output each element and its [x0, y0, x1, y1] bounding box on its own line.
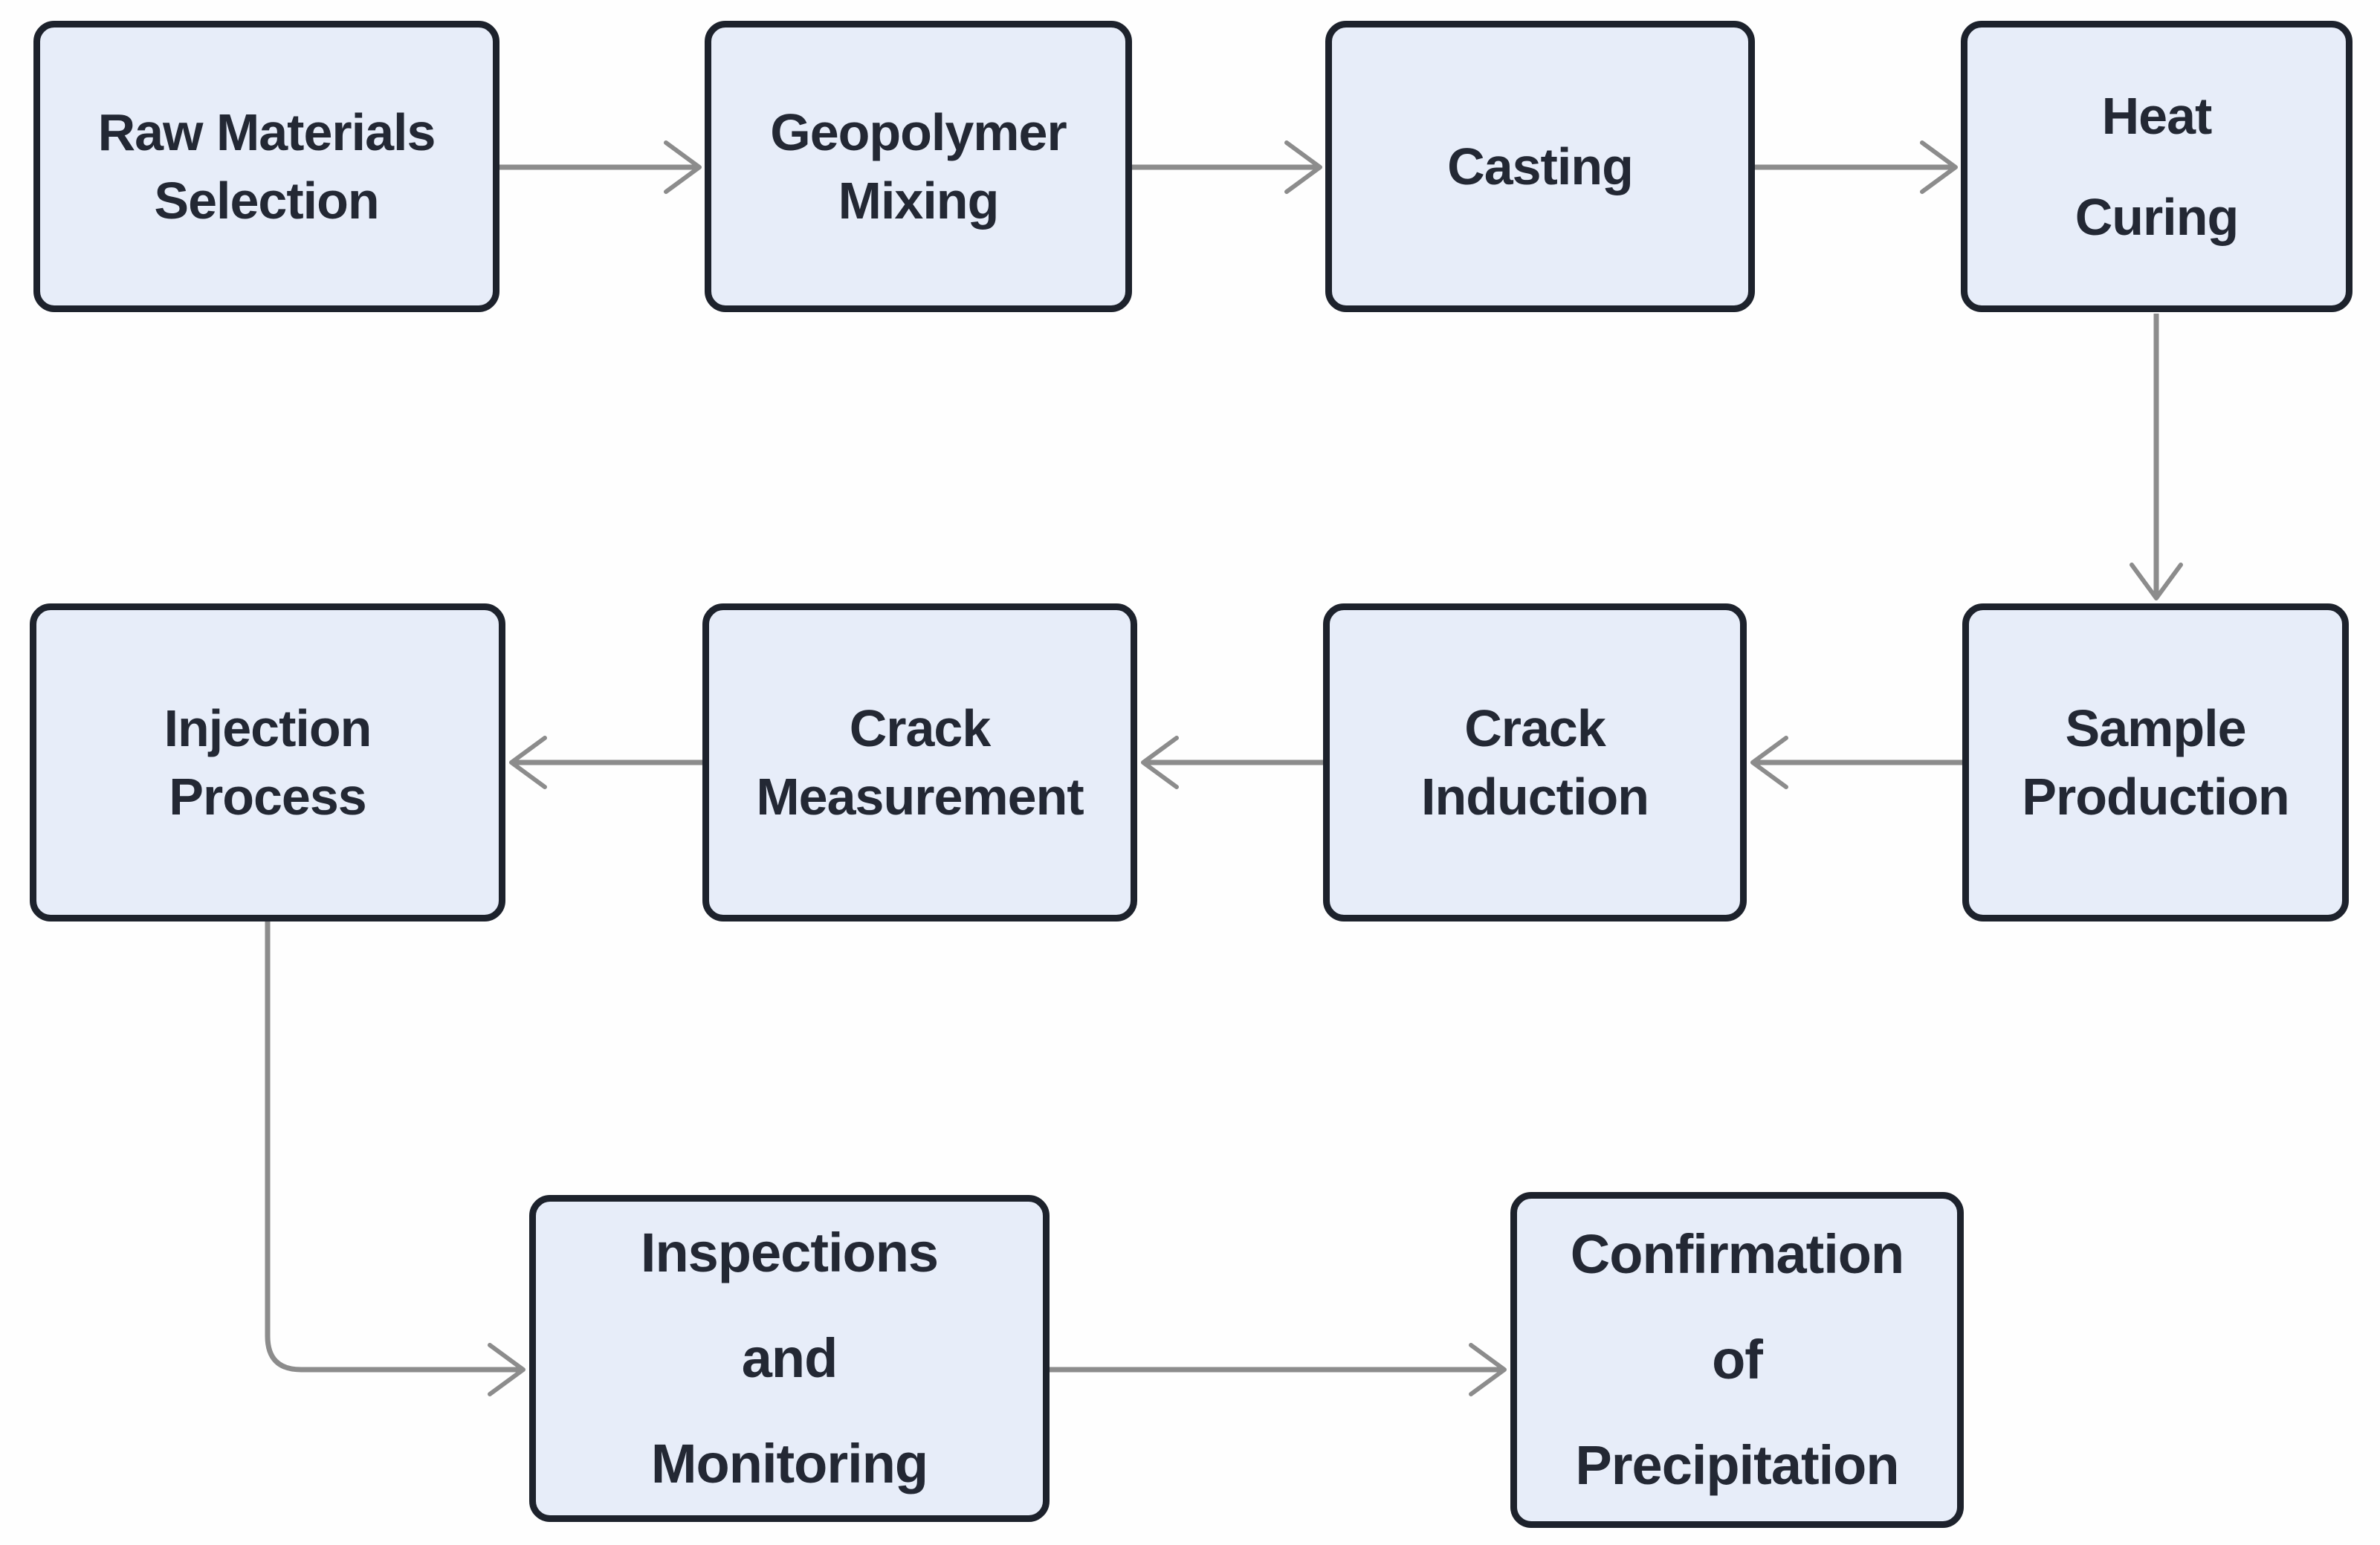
- node-label-line: Casting: [1447, 137, 1634, 195]
- node-label-line: Sample: [2065, 699, 2247, 757]
- node-label-line: of: [1712, 1329, 1763, 1390]
- node-label-line: Confirmation: [1570, 1223, 1904, 1285]
- node-label-line: Process: [169, 768, 366, 826]
- edge-injection-process-to-inspections: [265, 922, 526, 1396]
- node-crack-measurement: Crack Measurement: [702, 603, 1137, 922]
- node-label-line: Induction: [1421, 768, 1649, 826]
- node-label-line: Curing: [2075, 188, 2240, 246]
- node-label-line: Monitoring: [650, 1433, 928, 1494]
- node-label-line: Heat: [2101, 87, 2213, 145]
- node-label-line: Raw Materials: [97, 103, 436, 161]
- node-label-line: Geopolymer: [770, 103, 1067, 161]
- node-label-line: Injection: [164, 699, 372, 757]
- node-label-line: Measurement: [756, 768, 1084, 826]
- node-label-line: Mixing: [838, 172, 1000, 230]
- node-label-line: Inspections: [640, 1222, 939, 1283]
- node-label-line: and: [741, 1327, 838, 1389]
- node-label-line: Selection: [154, 172, 379, 230]
- node-injection-process: Injection Process: [30, 603, 505, 922]
- node-label-line: Precipitation: [1575, 1434, 1899, 1496]
- node-label-line: Production: [2022, 768, 2289, 826]
- node-raw-materials-selection: Raw Materials Selection: [33, 21, 499, 312]
- node-label-line: Crack: [849, 699, 992, 757]
- node-inspections-monitoring: Inspections and Monitoring: [529, 1195, 1050, 1522]
- node-label-line: Crack: [1464, 699, 1606, 757]
- node-heat-curing: Heat Curing: [1961, 21, 2352, 312]
- node-sample-production: Sample Production: [1962, 603, 2349, 922]
- node-confirmation-precipitation: Confirmation of Precipitation: [1510, 1192, 1964, 1528]
- node-casting: Casting: [1325, 21, 1755, 312]
- node-geopolymer-mixing: Geopolymer Mixing: [705, 21, 1132, 312]
- node-crack-induction: Crack Induction: [1323, 603, 1747, 922]
